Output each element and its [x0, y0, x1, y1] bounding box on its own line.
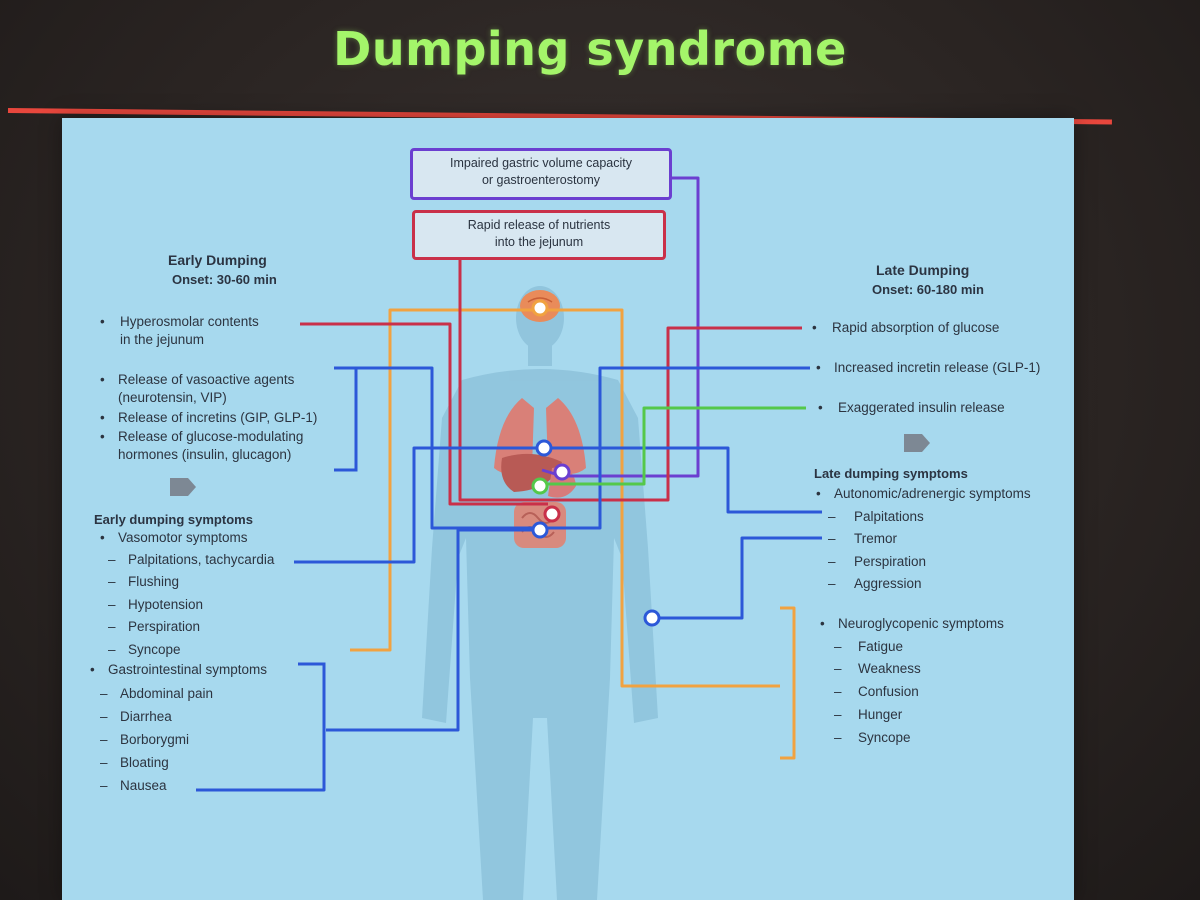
early-cause-bullet-1: • — [100, 314, 105, 329]
vasomotor-dash-2: – — [108, 574, 116, 589]
vasomotor-dash-5: – — [108, 642, 116, 657]
early-cause-bullet-3: • — [100, 410, 105, 425]
gi-item-4: Bloating — [120, 755, 169, 770]
neuro-dash-2: – — [834, 661, 842, 676]
autonomic-item-3: Perspiration — [854, 554, 927, 569]
neuro-item-4: Hunger — [858, 707, 903, 722]
gi-symptoms: Gastrointestinal symptoms — [108, 662, 268, 677]
gi-dash-2: – — [100, 709, 108, 724]
green-connector — [542, 406, 806, 486]
neuro-bullet: • — [820, 616, 825, 631]
blue-connector — [356, 366, 810, 530]
gi-dash-3: – — [100, 732, 108, 747]
early-cause-bullet-2: • — [100, 372, 105, 387]
slide-title: Dumping syndrome — [333, 22, 847, 76]
early-dumping-heading: Early Dumping — [168, 252, 267, 268]
early-cause-bullet-4: • — [100, 429, 105, 444]
neuro-item-5: Syncope — [858, 730, 911, 745]
diagram-panel: Impaired gastric volume capacity or gast… — [62, 118, 1074, 900]
neuro-dash-3: – — [834, 684, 842, 699]
neuro-dash-5: – — [834, 730, 842, 745]
early-symptoms-heading: Early dumping symptoms — [94, 512, 253, 527]
early-cause-1-line2: in the jejunum — [120, 332, 205, 347]
gi-item-1: Abdominal pain — [120, 686, 214, 701]
early-cause-4-line1: Release of glucose-modulating — [118, 429, 304, 444]
late-cause-1: Rapid absorption of glucose — [832, 320, 1000, 335]
gi-item-5: Nausea — [120, 778, 167, 793]
gi-dash-5: – — [100, 778, 108, 793]
gi-item-3: Borborygmi — [120, 732, 190, 747]
neuro-item-3: Confusion — [858, 684, 919, 699]
early-down-arrow-icon — [170, 478, 196, 496]
autonomic-dash-2: – — [828, 531, 836, 546]
gi-bullet: • — [90, 662, 95, 677]
late-cause-bullet-3: • — [818, 400, 823, 415]
vasomotor-item-3: Hypotension — [128, 597, 204, 612]
vasomotor-item-1: Palpitations, tachycardia — [128, 552, 275, 567]
late-onset: Onset: 60-180 min — [872, 282, 984, 297]
late-down-arrow-icon — [904, 434, 930, 452]
vasomotor-item-2: Flushing — [128, 574, 180, 589]
autonomic-dash-4: – — [828, 576, 836, 591]
late-cause-bullet-1: • — [812, 320, 817, 335]
vasomotor-dash-4: – — [108, 619, 116, 634]
vasomotor-dash-3: – — [108, 597, 116, 612]
autonomic-dash-1: – — [828, 509, 836, 524]
nutrient-release-box: Rapid release of nutrients into the jeju… — [412, 210, 666, 260]
autonomic-item-1: Palpitations — [854, 509, 924, 524]
early-cause-2-line2: (neurotensin, VIP) — [118, 390, 227, 405]
late-cause-bullet-2: • — [816, 360, 821, 375]
gi-dash-1: – — [100, 686, 108, 701]
gastric-capacity-box: Impaired gastric volume capacity or gast… — [410, 148, 672, 200]
neuro-dash-1: – — [834, 639, 842, 654]
early-cause-3: Release of incretins (GIP, GLP-1) — [118, 410, 318, 425]
late-cause-3: Exaggerated insulin release — [838, 400, 1005, 415]
autonomic-item-2: Tremor — [854, 531, 897, 546]
gi-dash-4: – — [100, 755, 108, 770]
early-cause-2-line1: Release of vasoactive agents — [118, 372, 295, 387]
vasomotor-symptoms: Vasomotor symptoms — [118, 530, 248, 545]
vasomotor-item-4: Perspiration — [128, 619, 201, 634]
vasomotor-bullet: • — [100, 530, 105, 545]
vasomotor-dash-1: – — [108, 552, 116, 567]
early-cause-4-line2: hormones (insulin, glucagon) — [118, 447, 292, 462]
neuro-item-2: Weakness — [858, 661, 921, 676]
late-symptoms-heading: Late dumping symptoms — [814, 466, 968, 481]
autonomic-bullet: • — [816, 486, 821, 501]
autonomic-item-4: Aggression — [854, 576, 922, 591]
autonomic-dash-3: – — [828, 554, 836, 569]
early-onset: Onset: 30-60 min — [172, 272, 277, 287]
neuro-item-1: Fatigue — [858, 639, 904, 654]
autonomic-symptoms: Autonomic/adrenergic symptoms — [834, 486, 1031, 501]
red-connector — [300, 322, 548, 506]
neuroglycopenic-symptoms: Neuroglycopenic symptoms — [838, 616, 1004, 631]
early-cause-1-line1: Hyperosmolar contents — [120, 314, 259, 329]
gi-item-2: Diarrhea — [120, 709, 172, 724]
vasomotor-item-5: Syncope — [128, 642, 181, 657]
late-dumping-heading: Late Dumping — [876, 262, 970, 278]
late-cause-2: Increased incretin release (GLP-1) — [834, 360, 1041, 375]
neuro-dash-4: – — [834, 707, 842, 722]
orange-connector — [350, 308, 796, 760]
